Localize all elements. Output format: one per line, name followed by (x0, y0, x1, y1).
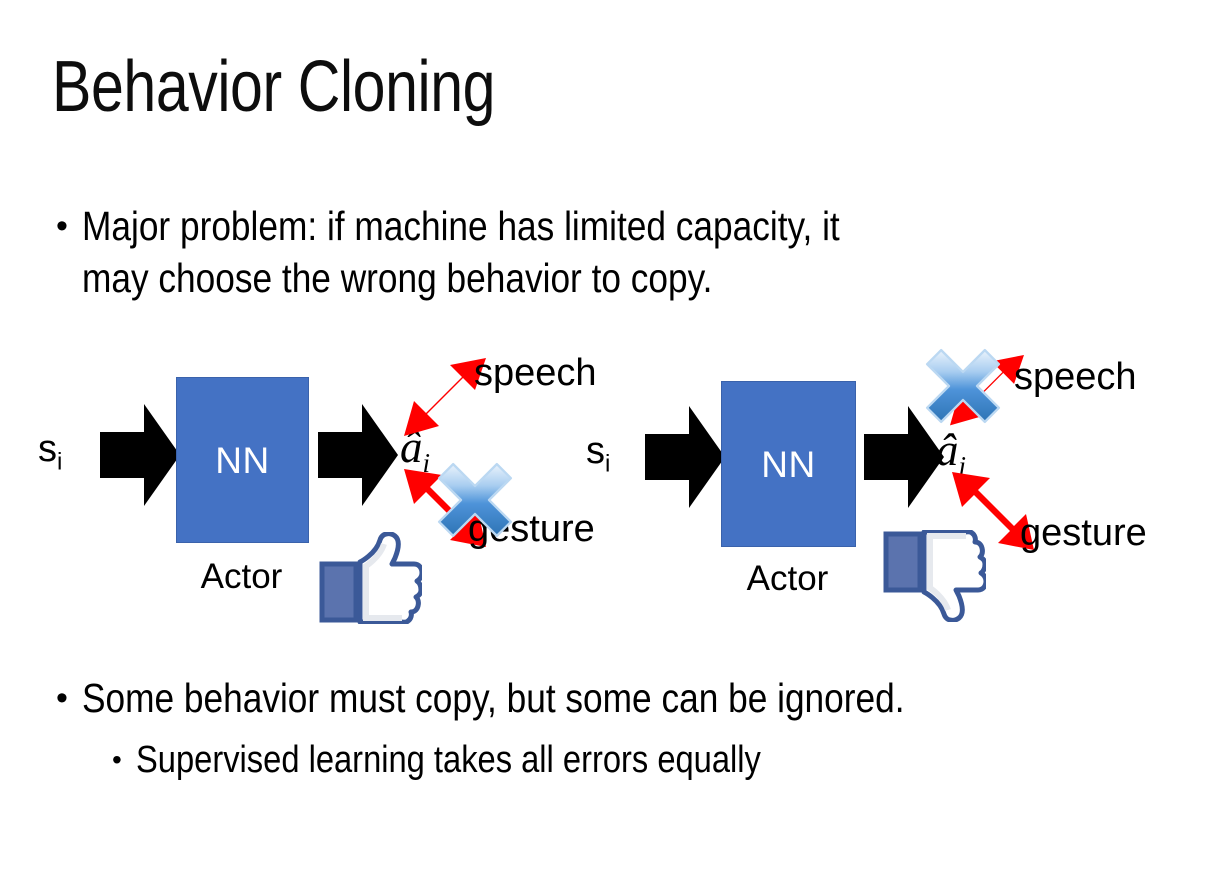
left-speech-label: speech (474, 352, 597, 394)
right-speech-cross-out-x-icon (925, 348, 1001, 424)
page-title: Behavior Cloning (52, 47, 496, 127)
right-nn-label: NN (761, 443, 816, 485)
bullet-text: Major problem: if machine has limited ca… (81, 203, 840, 301)
left-output-action-label: âi (400, 422, 431, 479)
bullet-major-problem: • Major problem: if machine has limited … (56, 200, 1156, 304)
right-actor-label: Actor (746, 559, 829, 598)
right-gesture-double-arrow-icon (952, 472, 1034, 550)
left-input-arrow-icon (100, 404, 180, 506)
bullet-marker: • (56, 207, 68, 245)
right-input-arrow-icon (645, 406, 725, 508)
left-speech-double-arrow-icon (404, 358, 486, 436)
right-speech-double-arrow-icon (950, 355, 1024, 426)
right-gesture-label: gesture (1020, 512, 1147, 554)
left-gesture-cross-out-x-icon (437, 462, 513, 538)
left-actor-label: Actor (200, 557, 283, 596)
bullet-marker: • (56, 679, 68, 717)
right-output-arrow-icon (864, 406, 944, 508)
thumbs-down-icon (883, 530, 986, 622)
bullet-text: Supervised learning takes all errors equ… (135, 739, 761, 781)
bullet-marker: • (112, 744, 122, 775)
left-nn-box: NN (176, 377, 309, 543)
right-speech-label: speech (1014, 356, 1137, 398)
left-nn-label: NN (215, 439, 270, 481)
thumbs-up-icon (319, 532, 422, 624)
bullet-some-behavior: • Some behavior must copy, but some can … (56, 672, 1176, 724)
right-input-state-label: si (586, 430, 611, 478)
bullet-supervised-learning: • Supervised learning takes all errors e… (112, 734, 1172, 786)
bullet-text: Some behavior must copy, but some can be… (81, 675, 905, 721)
left-input-state-label: si (38, 428, 63, 476)
left-gesture-double-arrow-icon (404, 469, 486, 547)
right-output-action-label: âi (936, 425, 967, 482)
left-output-arrow-icon (318, 404, 398, 506)
right-nn-box: NN (721, 381, 856, 547)
